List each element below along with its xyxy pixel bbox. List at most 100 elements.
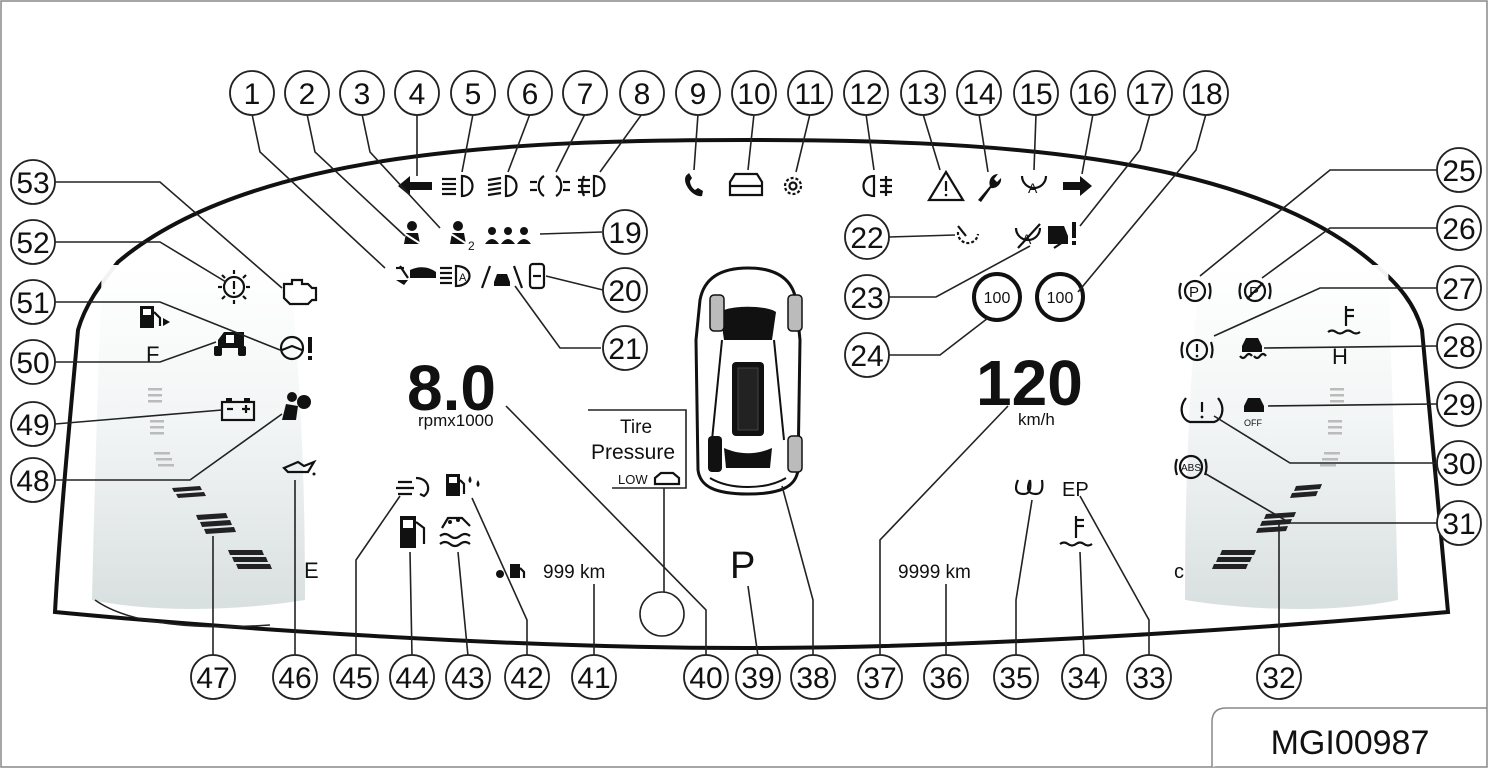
callout-label: 22 (850, 222, 883, 255)
callout-label: 11 (794, 78, 825, 111)
callout-label: 47 (196, 662, 229, 695)
callout-label: 53 (16, 167, 49, 200)
stability-control-off-icon: OFF (1244, 398, 1264, 428)
steering-warning-icon (279, 335, 312, 361)
callout-33: 33 (1126, 654, 1172, 700)
callout-18: 18 (1183, 70, 1229, 116)
abs-warning-icon: ABS (1174, 454, 1208, 480)
callout-label: 2 (299, 78, 316, 111)
callout-label: 3 (354, 78, 371, 111)
engine-overheat-warning-icon (218, 270, 250, 304)
callout-40: 40 (683, 654, 729, 700)
callout-28: 28 (1436, 323, 1482, 369)
hazard-warning-icon (927, 169, 965, 202)
callout-label: 29 (1442, 389, 1475, 422)
rpm-value: 8.0 (407, 352, 496, 424)
callout-label: 48 (16, 465, 49, 498)
callout-45: 45 (333, 654, 379, 700)
ep-indicator: EP (1062, 479, 1089, 501)
vehicle-front-icon (728, 172, 764, 197)
speed-limit-sign-2: 100 (1035, 272, 1085, 322)
callout-24: 24 (844, 332, 890, 378)
callout-numbers: 1 2 3 4 5 6 7 8 9 10 11 12 13 14 15 16 1… (10, 70, 1482, 700)
callout-12: 12 (843, 70, 889, 116)
temp-cold-label: c (1174, 561, 1184, 583)
callout-label: 46 (278, 662, 311, 695)
auto-headlight-icon: A (440, 264, 471, 288)
callout-label: 13 (906, 78, 939, 111)
turn-right-icon (1063, 176, 1092, 196)
callout-label: 15 (1019, 78, 1052, 111)
callout-36: 36 (923, 654, 969, 700)
callout-6: 6 (507, 70, 553, 116)
callout-35: 35 (993, 654, 1039, 700)
odometer-readout: 9999 km (898, 562, 971, 583)
low-beam-icon (442, 174, 474, 198)
glow-plug-icon (1014, 479, 1044, 496)
callout-5: 5 (450, 70, 496, 116)
callout-label: 35 (999, 662, 1032, 695)
fuel-gauge-scale (148, 388, 272, 569)
auto-start-stop-label: A (1028, 180, 1038, 196)
callout-42: 42 (504, 654, 550, 700)
callout-49: 49 (10, 401, 56, 447)
callout-label: 43 (451, 662, 484, 695)
callout-label: 31 (1442, 508, 1475, 541)
lane-keep-assist-icon (480, 265, 524, 289)
callout-label: 30 (1442, 448, 1475, 481)
exhaust-particulate-icon (439, 516, 471, 548)
auto-headlight-label: A (459, 272, 467, 284)
callout-label: 18 (1189, 78, 1222, 111)
tire-pressure-indicator-circle (639, 591, 685, 637)
callout-label: 42 (510, 662, 543, 695)
callout-label: 51 (16, 287, 49, 320)
callout-label: 7 (577, 78, 594, 111)
speed-value: 120 (976, 347, 1083, 419)
battery-icon (220, 398, 256, 422)
speed-limit-value-2: 100 (1047, 290, 1074, 307)
callout-19: 19 (602, 209, 648, 255)
tire-change-icon (956, 225, 980, 245)
callout-label: 8 (634, 78, 651, 111)
right-gauge-face (1185, 265, 1398, 609)
speed-limit-value-1: 100 (984, 290, 1011, 307)
callout-43: 43 (445, 654, 491, 700)
position-lights-icon (530, 175, 570, 197)
callout-52: 52 (10, 219, 56, 265)
rear-passengers-icon (485, 227, 531, 244)
high-beam-icon (487, 174, 518, 198)
callout-label: 19 (608, 217, 641, 250)
gear-settings-icon (783, 176, 803, 196)
callout-label: 16 (1076, 78, 1109, 111)
callout-label: 50 (16, 347, 49, 380)
gear-indicator: P (730, 545, 755, 587)
callout-15: 15 (1013, 70, 1059, 116)
callout-26: 26 (1436, 205, 1482, 251)
tire-pressure-line1: Tire (620, 417, 652, 438)
lane-departure-icon (396, 265, 436, 285)
tire-pressure-line3: LOW (618, 472, 648, 487)
callout-label: 52 (16, 227, 49, 260)
fuel-full-label: F (146, 342, 159, 367)
esp-off-label: OFF (1244, 418, 1262, 428)
left-gauge-face (92, 265, 305, 609)
callout-label: 14 (962, 78, 995, 111)
callout-7: 7 (562, 70, 608, 116)
callout-41: 41 (571, 654, 617, 700)
cluster-inner-line (94, 599, 271, 628)
rpm-unit: rpmx1000 (418, 411, 494, 430)
callout-48: 48 (10, 457, 56, 503)
callout-23: 23 (844, 274, 890, 320)
speed-limit-sign-1: 100 (972, 272, 1022, 322)
callout-44: 44 (389, 654, 435, 700)
front-fog-light-icon (578, 174, 606, 198)
callout-label: 36 (929, 662, 962, 695)
callout-label: 6 (522, 78, 539, 111)
callout-label: 32 (1262, 662, 1295, 695)
callout-27: 27 (1436, 265, 1482, 311)
low-fuel-icon (140, 306, 170, 328)
callout-46: 46 (272, 654, 318, 700)
tire-pressure-monitor-icon (1180, 397, 1224, 424)
callout-53: 53 (10, 159, 56, 205)
